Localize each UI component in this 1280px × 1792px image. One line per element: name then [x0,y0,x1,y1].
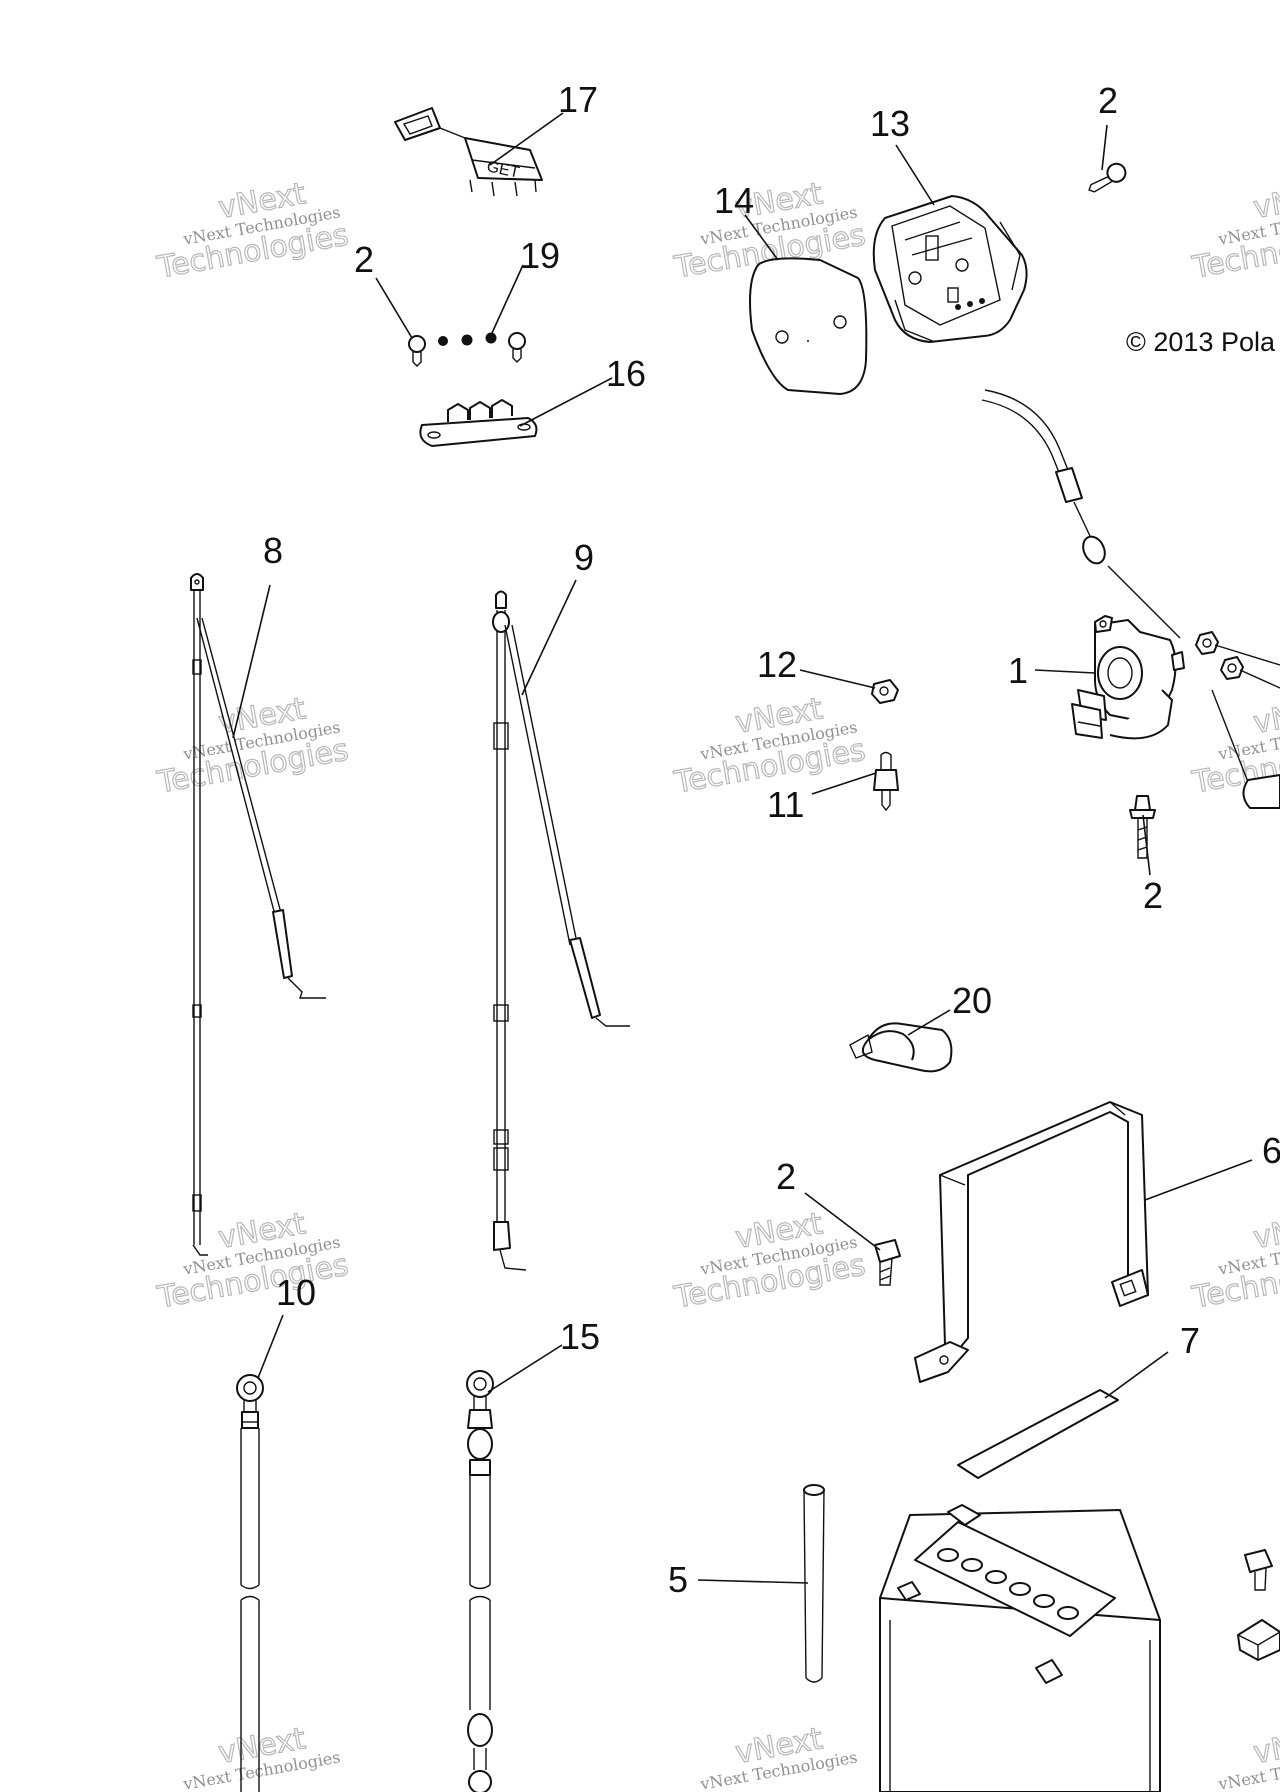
callout-6: 6 [1262,1130,1280,1171]
svg-text:vNext: vNext [1251,691,1280,741]
leader-10 [257,1314,284,1379]
part-20-clamp [849,1022,953,1073]
part-17-connector-cap: GET [394,107,543,197]
leader-20 [907,1009,951,1036]
part-9-cable [492,590,630,1271]
part-8-cable [190,573,326,1256]
leader-7 [1104,1351,1169,1399]
callout-20: 20 [952,980,992,1021]
leader-9 [521,579,577,696]
leader-11 [811,772,877,795]
svg-text:vNext: vNext [1251,1206,1280,1256]
leader-8 [232,584,271,739]
callout-11: 11 [767,784,804,825]
watermark-3: vNext vNext Technologies Technologies [1189,176,1280,287]
part-battery-nut [1237,1619,1280,1661]
callout-2-lower: 2 [776,1156,796,1197]
callout-14: 14 [714,180,754,221]
leader-17 [489,112,564,166]
callout-2-left: 2 [354,239,374,280]
part-2-screw-left [408,335,426,367]
watermark-12: vNext vNext Technologies [1216,1721,1280,1792]
watermark-1: vNext vNext Technologies Technologies [154,176,352,287]
leader-14 [744,214,779,261]
watermark-7: vNext vNext Technologies Technologies [154,1206,352,1317]
solenoid-cable [981,389,1181,639]
leader-12 [799,669,876,689]
watermark-5: vNext vNext Technologies Technologies [671,691,869,802]
callout-19: 19 [520,235,560,276]
part-2-bolt-lower [874,1239,901,1286]
part-13-module-housing [872,195,1028,343]
leader-2-lower [804,1192,881,1251]
watermark-11: vNext vNext Technologies [698,1721,859,1792]
callout-10: 10 [276,1272,316,1313]
leader-2-mid [1142,814,1151,876]
callout-2-mid: 2 [1143,875,1163,916]
part-19-nuts [438,332,526,363]
callout-7: 7 [1180,1320,1200,1361]
part-11-stud [873,751,899,812]
part-battery [879,1504,1161,1792]
leader-15 [487,1344,563,1393]
leader-5 [697,1579,809,1584]
watermark-2: vNext vNext Technologies Technologies [671,176,869,287]
callout-2-top: 2 [1098,80,1118,121]
leader-6 [1144,1159,1253,1201]
callout-13: 13 [870,103,910,144]
part-5-vent-tube [803,1484,825,1683]
watermark-9: vNext vNext Technologies Technologies [1189,1206,1280,1317]
part-1-starter-solenoid [1071,615,1185,740]
leader-1 [1034,669,1096,674]
leader-19 [491,264,524,334]
leader-13 [895,144,935,206]
part-battery-bolt [1244,1549,1273,1591]
callout-16: 16 [606,353,646,394]
callout-15: 15 [560,1316,600,1357]
callout-17: 17 [558,79,598,120]
part-10-battery-cable [236,1374,264,1792]
part-solenoid-nuts [1195,631,1280,809]
part-12-nut [871,679,899,704]
part-2-bolt-mid [1129,795,1156,859]
svg-text:vNext: vNext [1251,1721,1280,1771]
part-14-cover-plate [749,257,868,395]
part-16-terminal-block [419,399,538,447]
callout-9: 9 [574,537,594,578]
callout-1: 1 [1008,650,1028,691]
leader-2-left [375,277,413,339]
svg-text:vNext: vNext [1251,176,1280,226]
callout-12: 12 [757,644,797,685]
part-6-battery-bracket [914,1101,1149,1383]
callout-8: 8 [263,530,283,571]
part-7-pad [957,1389,1119,1479]
leader-2-top [1101,124,1108,171]
watermark-4: vNext vNext Technologies Technologies [154,691,352,802]
part-15-battery-cable [466,1370,494,1792]
svg-text:GET: GET [485,158,521,182]
leader-16 [519,377,613,427]
copyright-text: © 2013 Pola [1126,327,1276,357]
part-2-screw-top [1088,162,1127,193]
callout-5: 5 [668,1559,688,1600]
